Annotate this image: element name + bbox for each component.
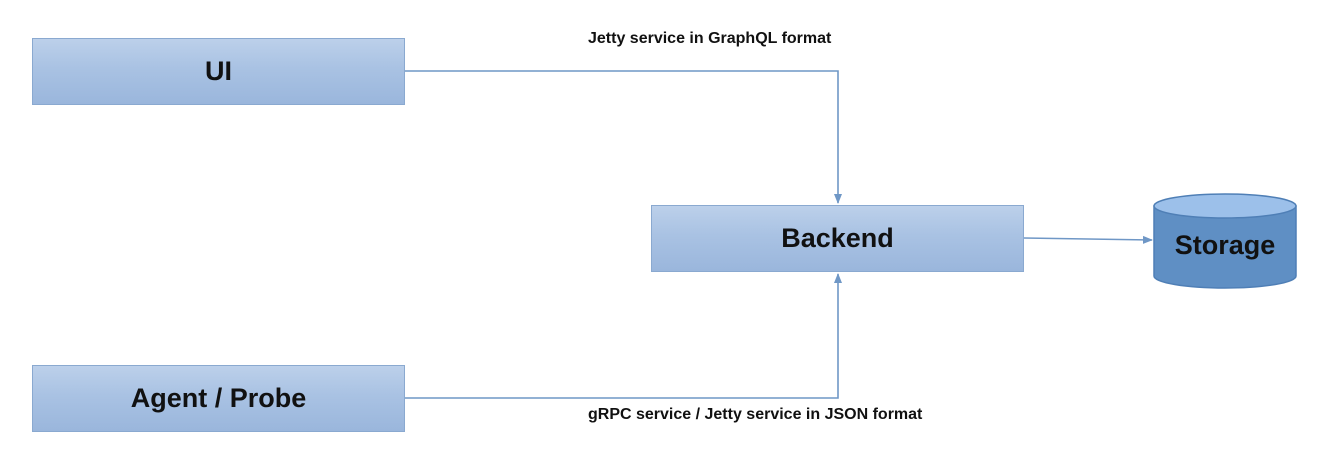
ui-node: UI	[32, 38, 405, 105]
agent-probe-node-label: Agent / Probe	[130, 383, 307, 413]
edge-ui-to-backend	[405, 70, 842, 204]
edge-agent-to-backend	[405, 273, 842, 399]
ui-node-label: UI	[205, 56, 232, 86]
agent-backend-edge-label: gRPC service / Jetty service in JSON for…	[588, 406, 923, 423]
storage-node-label: Storage	[1174, 230, 1276, 260]
backend-node-label: Backend	[781, 223, 894, 253]
backend-node: Backend	[651, 205, 1024, 272]
edge-backend-to-storage	[1023, 235, 1153, 244]
agent-probe-node: Agent / Probe	[32, 365, 405, 432]
ui-backend-edge-label: Jetty service in GraphQL format	[588, 30, 832, 47]
storage-cylinder	[1153, 193, 1297, 289]
